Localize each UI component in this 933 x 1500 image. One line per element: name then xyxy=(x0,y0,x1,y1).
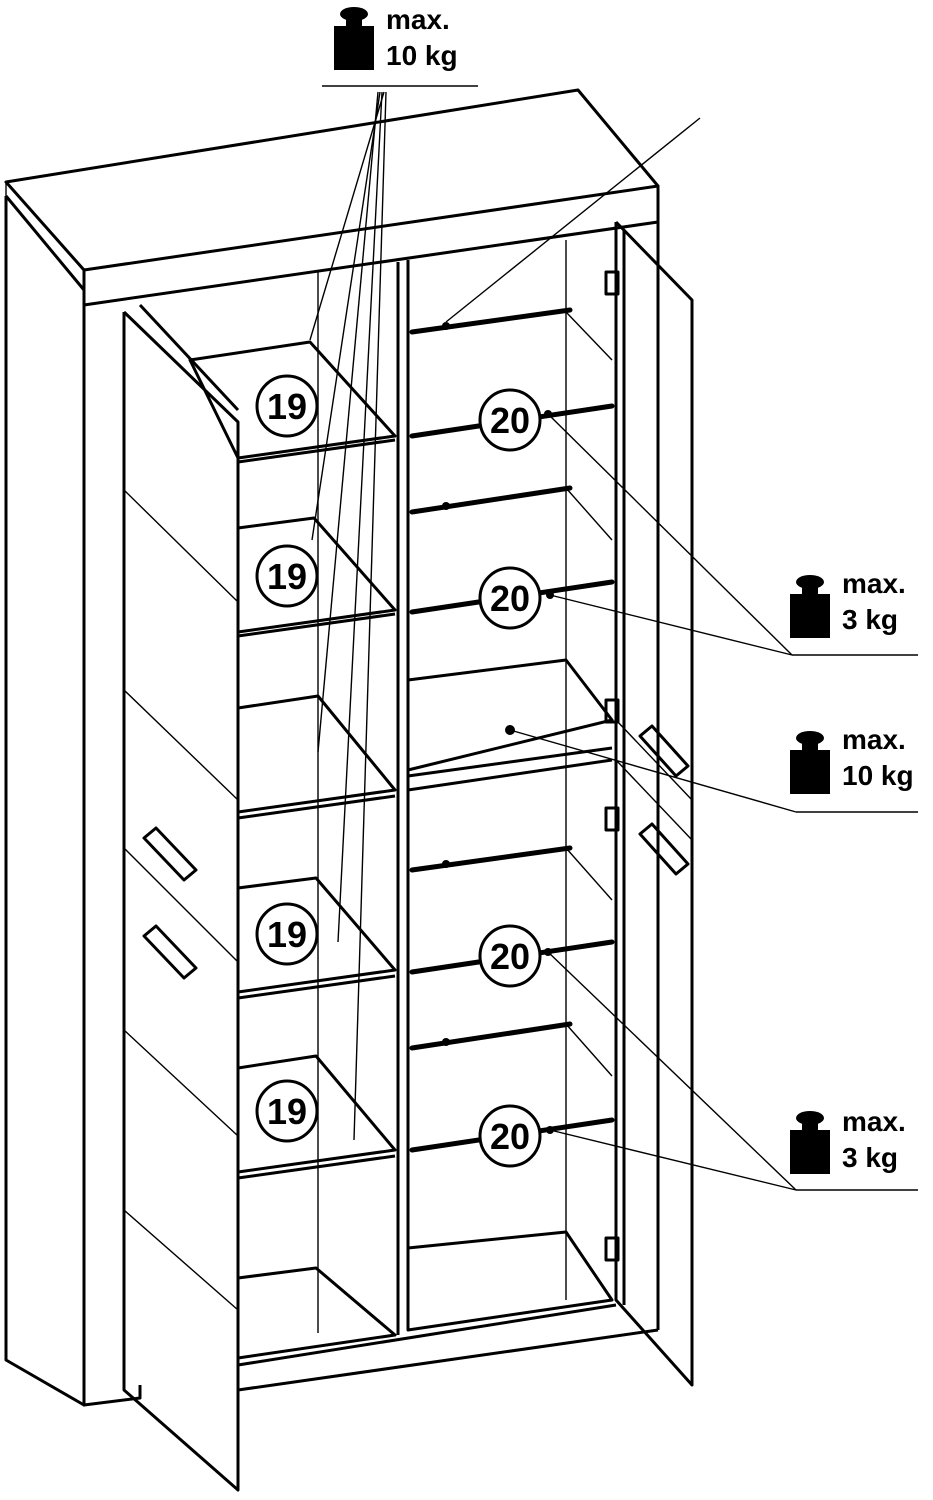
callout-19-a: 19 xyxy=(255,374,319,438)
weight-icon xyxy=(334,7,374,70)
door-handle xyxy=(142,826,198,882)
door-handle xyxy=(638,822,690,876)
cabinet-body xyxy=(4,88,660,1407)
weight-icon xyxy=(790,1111,830,1174)
hanging-rod xyxy=(409,307,573,335)
weight-label-rods-lower: max. 3 kg xyxy=(842,1104,906,1176)
callout-20-a: 20 xyxy=(478,388,552,452)
weight-label-line2: 3 kg xyxy=(842,1142,899,1173)
weight-label-rods-upper: max. 3 kg xyxy=(842,566,906,638)
hinge xyxy=(604,698,620,724)
callout-19-label: 19 xyxy=(267,1091,307,1132)
callout-19-label: 19 xyxy=(267,386,307,427)
right-compartment xyxy=(406,307,615,1332)
hanging-rod xyxy=(409,845,573,873)
left-door xyxy=(122,303,240,1492)
callout-20-d: 20 xyxy=(478,1104,554,1168)
weight-label-line2: 3 kg xyxy=(842,604,899,635)
callout-20-label: 20 xyxy=(490,1116,530,1157)
weight-label-line1: max. xyxy=(842,1106,906,1137)
weight-icon xyxy=(790,731,830,794)
door-handle xyxy=(638,724,690,778)
hinge xyxy=(604,270,620,296)
weight-label-line2: 10 kg xyxy=(842,760,914,791)
callout-20-label: 20 xyxy=(490,936,530,977)
callout-19-c: 19 xyxy=(255,902,319,966)
hanging-rod xyxy=(409,485,573,515)
right-door xyxy=(604,220,694,1387)
weight-label-top: max. 10 kg xyxy=(386,2,458,74)
callout-19-d: 19 xyxy=(255,1079,319,1143)
callout-20-label: 20 xyxy=(490,578,530,619)
weight-label-line1: max. xyxy=(386,4,450,35)
callout-19-label: 19 xyxy=(267,556,307,597)
left-glass-shelves xyxy=(188,340,397,1360)
hinge xyxy=(604,806,620,832)
weight-label-line2: 10 kg xyxy=(386,40,458,71)
hinge xyxy=(604,1236,620,1262)
leader-lines xyxy=(309,85,918,1191)
hanging-rod xyxy=(409,1021,573,1051)
callout-19-b: 19 xyxy=(255,544,319,608)
callout-20-c: 20 xyxy=(478,924,552,988)
weight-label-shelf: max. 10 kg xyxy=(842,722,914,794)
callout-20-label: 20 xyxy=(490,400,530,441)
callout-19-label: 19 xyxy=(267,914,307,955)
callout-20-b: 20 xyxy=(478,566,554,630)
weight-icon xyxy=(790,575,830,638)
weight-label-line1: max. xyxy=(842,724,906,755)
weight-label-line1: max. xyxy=(842,568,906,599)
door-handle xyxy=(142,924,198,980)
